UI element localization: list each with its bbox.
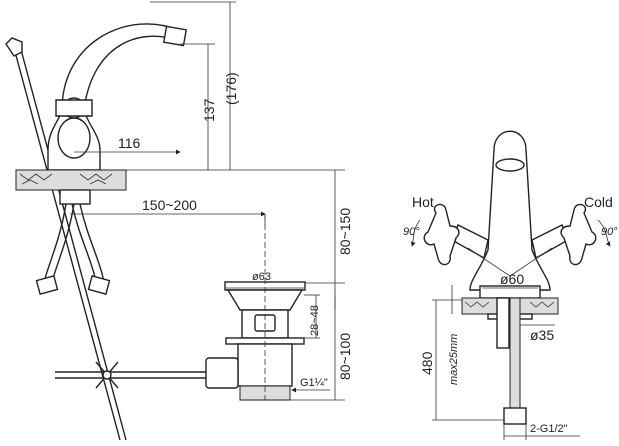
hose-nut-front xyxy=(503,407,527,425)
dim-reach: 116 xyxy=(118,135,141,151)
mounting-stud xyxy=(496,297,510,349)
cold-rotation-label: 90° xyxy=(601,226,618,238)
cold-cross-handle xyxy=(560,203,597,266)
dim-base-diameter: ø60 xyxy=(500,271,524,287)
dim-total-height: (176) xyxy=(223,72,239,105)
dim-spout-height: 137 xyxy=(201,98,217,122)
dim-drain-thread: G1¼" xyxy=(300,377,328,389)
left-faucet-side-view xyxy=(5,23,215,441)
cold-rotation-arrow xyxy=(597,219,611,247)
dim-drain-distance: 150~200 xyxy=(142,197,197,213)
aerator-front xyxy=(495,158,525,172)
dim-max-thickness: max25mm xyxy=(448,334,460,385)
hot-rotation-arrow xyxy=(410,219,421,247)
lift-rod-knob xyxy=(5,37,23,57)
handle-body xyxy=(57,117,91,159)
dim-shank-diameter: ø35 xyxy=(530,327,554,343)
hose-nut-left xyxy=(35,275,59,295)
hose-nut-right xyxy=(87,275,111,295)
dim-drain-depth: 80~100 xyxy=(337,333,353,380)
cold-label: Cold xyxy=(584,194,613,210)
dim-drain-diameter: ø63 xyxy=(252,271,271,283)
spout-front xyxy=(469,130,551,291)
mounting-nut xyxy=(59,189,91,205)
dim-above-drain: 80~150 xyxy=(337,208,353,255)
supply-hose-right xyxy=(71,203,105,283)
hot-cross-handle xyxy=(423,203,460,266)
hot-label: Hot xyxy=(412,194,434,210)
left-dimensions: 116 137 (176) 150~200 80~150 ø63 28~48 8… xyxy=(70,1,353,401)
pop-up-drain xyxy=(205,215,306,401)
dim-hose-length: 480 xyxy=(419,351,435,375)
supply-hose-front xyxy=(509,297,521,409)
dim-hose-thread: 2-G1/2" xyxy=(530,423,568,435)
pop-up-rod xyxy=(55,371,215,379)
aerator xyxy=(162,25,188,47)
drain-connector xyxy=(205,357,239,389)
countertop-section xyxy=(15,169,127,191)
cross-handle xyxy=(55,99,93,117)
dim-drain-thickness: 28~48 xyxy=(309,305,321,336)
hot-rotation-label: 90° xyxy=(403,226,420,238)
right-faucet-front-view: Hot Cold 90° 90° ø60 ø35 480 max25mm 2-G… xyxy=(403,130,618,440)
